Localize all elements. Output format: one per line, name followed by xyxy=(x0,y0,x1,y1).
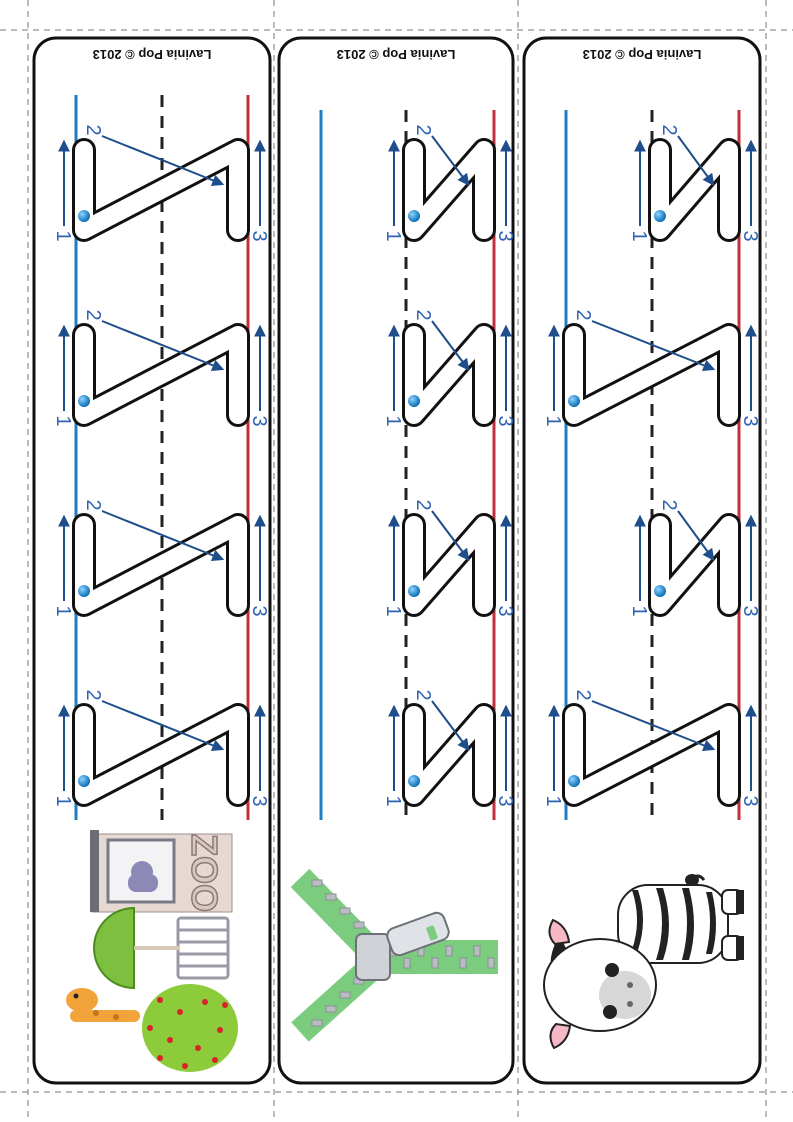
start-dot xyxy=(408,210,420,222)
traced-letter-z: 1 2 3 xyxy=(542,689,761,807)
stroke-number-1: 1 xyxy=(628,230,650,241)
stroke-number-1: 1 xyxy=(52,415,74,426)
traced-letter-z: 1 2 3 xyxy=(382,689,516,807)
strip-credit: Lavinia Pop © 2013 xyxy=(337,47,456,62)
start-dot xyxy=(408,395,420,407)
stroke-number-1: 1 xyxy=(382,795,404,806)
stroke-number-2: 2 xyxy=(412,689,434,700)
stroke-arrow-2 xyxy=(677,510,715,561)
stroke-number-3: 3 xyxy=(494,415,516,426)
stroke-number-2: 2 xyxy=(572,689,594,700)
stroke-number-3: 3 xyxy=(739,230,761,241)
stroke-number-1: 1 xyxy=(52,795,74,806)
stroke-number-1: 1 xyxy=(382,415,404,426)
start-dot xyxy=(408,585,420,597)
stroke-arrow-2 xyxy=(431,135,470,186)
stroke-number-3: 3 xyxy=(739,605,761,616)
stroke-arrow-2 xyxy=(677,135,715,186)
stroke-number-3: 3 xyxy=(739,415,761,426)
zoo-picture: ZOO xyxy=(66,830,238,1072)
traced-letter-z: 1 2 3 xyxy=(628,124,761,242)
traced-letter-z: 1 2 3 xyxy=(382,309,516,427)
start-dot xyxy=(78,395,90,407)
stroke-arrow-2 xyxy=(431,510,470,561)
strip-credit: Lavinia Pop © 2013 xyxy=(93,47,212,62)
stroke-number-2: 2 xyxy=(82,124,104,135)
start-dot xyxy=(78,775,90,787)
traced-letter-z: 1 2 3 xyxy=(628,499,761,617)
stroke-arrow-2 xyxy=(101,135,225,187)
stroke-arrow-2 xyxy=(101,510,225,562)
zipper-picture xyxy=(290,868,498,1042)
stroke-number-1: 1 xyxy=(382,605,404,616)
strip-2: Lavinia Pop © 2013 1 2 3 1 2 3 1 2 3 1 2 3 xyxy=(277,36,516,1085)
strip-credit: Lavinia Pop © 2013 xyxy=(583,47,702,62)
stroke-number-2: 2 xyxy=(412,499,434,510)
stroke-number-2: 2 xyxy=(658,499,680,510)
stroke-number-1: 1 xyxy=(542,795,564,806)
start-dot xyxy=(78,210,90,222)
start-dot xyxy=(568,395,580,407)
stroke-arrow-2 xyxy=(431,700,470,751)
stroke-number-3: 3 xyxy=(494,605,516,616)
zebra-picture xyxy=(543,874,744,1050)
stroke-arrow-2 xyxy=(591,700,716,752)
stroke-arrow-2 xyxy=(431,320,470,371)
stroke-number-3: 3 xyxy=(739,795,761,806)
start-dot xyxy=(78,585,90,597)
stroke-arrow-2 xyxy=(101,320,225,372)
start-dot xyxy=(654,210,666,222)
stroke-number-3: 3 xyxy=(248,795,270,806)
traced-letter-z: 1 2 3 xyxy=(382,124,516,242)
letter-row: 1 2 3 1 2 3 1 2 3 1 2 3 xyxy=(52,124,270,807)
stroke-number-1: 1 xyxy=(382,230,404,241)
traced-letter-z: 1 2 3 xyxy=(52,689,270,807)
stroke-number-1: 1 xyxy=(52,605,74,616)
stroke-number-3: 3 xyxy=(248,605,270,616)
traced-letter-z: 1 2 3 xyxy=(542,309,761,427)
start-dot xyxy=(654,585,666,597)
stroke-number-2: 2 xyxy=(82,309,104,320)
strip-3: Lavinia Pop © 2013 1 2 3 1 2 3 1 2 3 1 2 3 xyxy=(522,36,762,1085)
stroke-arrow-2 xyxy=(101,700,225,752)
traced-letter-z: 1 2 3 xyxy=(52,124,270,242)
start-dot xyxy=(568,775,580,787)
letter-row: 1 2 3 1 2 3 1 2 3 1 2 3 xyxy=(542,124,761,807)
stroke-number-3: 3 xyxy=(494,795,516,806)
letter-row: 1 2 3 1 2 3 1 2 3 1 2 3 xyxy=(382,124,516,807)
stroke-number-3: 3 xyxy=(248,415,270,426)
stroke-number-2: 2 xyxy=(82,499,104,510)
stroke-number-3: 3 xyxy=(494,230,516,241)
stroke-number-2: 2 xyxy=(572,309,594,320)
stroke-number-2: 2 xyxy=(82,689,104,700)
traced-letter-z: 1 2 3 xyxy=(382,499,516,617)
zoo-sign-text: ZOO xyxy=(184,834,225,912)
start-dot xyxy=(408,775,420,787)
stroke-number-2: 2 xyxy=(658,124,680,135)
strip-1: Lavinia Pop © 2013 1 2 3 1 2 3 1 2 3 1 2 3 ZOO xyxy=(32,36,272,1085)
traced-letter-z: 1 2 3 xyxy=(52,309,270,427)
stroke-number-2: 2 xyxy=(412,124,434,135)
traced-letter-z: 1 2 3 xyxy=(52,499,270,617)
stroke-number-1: 1 xyxy=(542,415,564,426)
stroke-number-2: 2 xyxy=(412,309,434,320)
stroke-number-3: 3 xyxy=(248,230,270,241)
stroke-number-1: 1 xyxy=(52,230,74,241)
stroke-arrow-2 xyxy=(591,320,716,372)
stroke-number-1: 1 xyxy=(628,605,650,616)
